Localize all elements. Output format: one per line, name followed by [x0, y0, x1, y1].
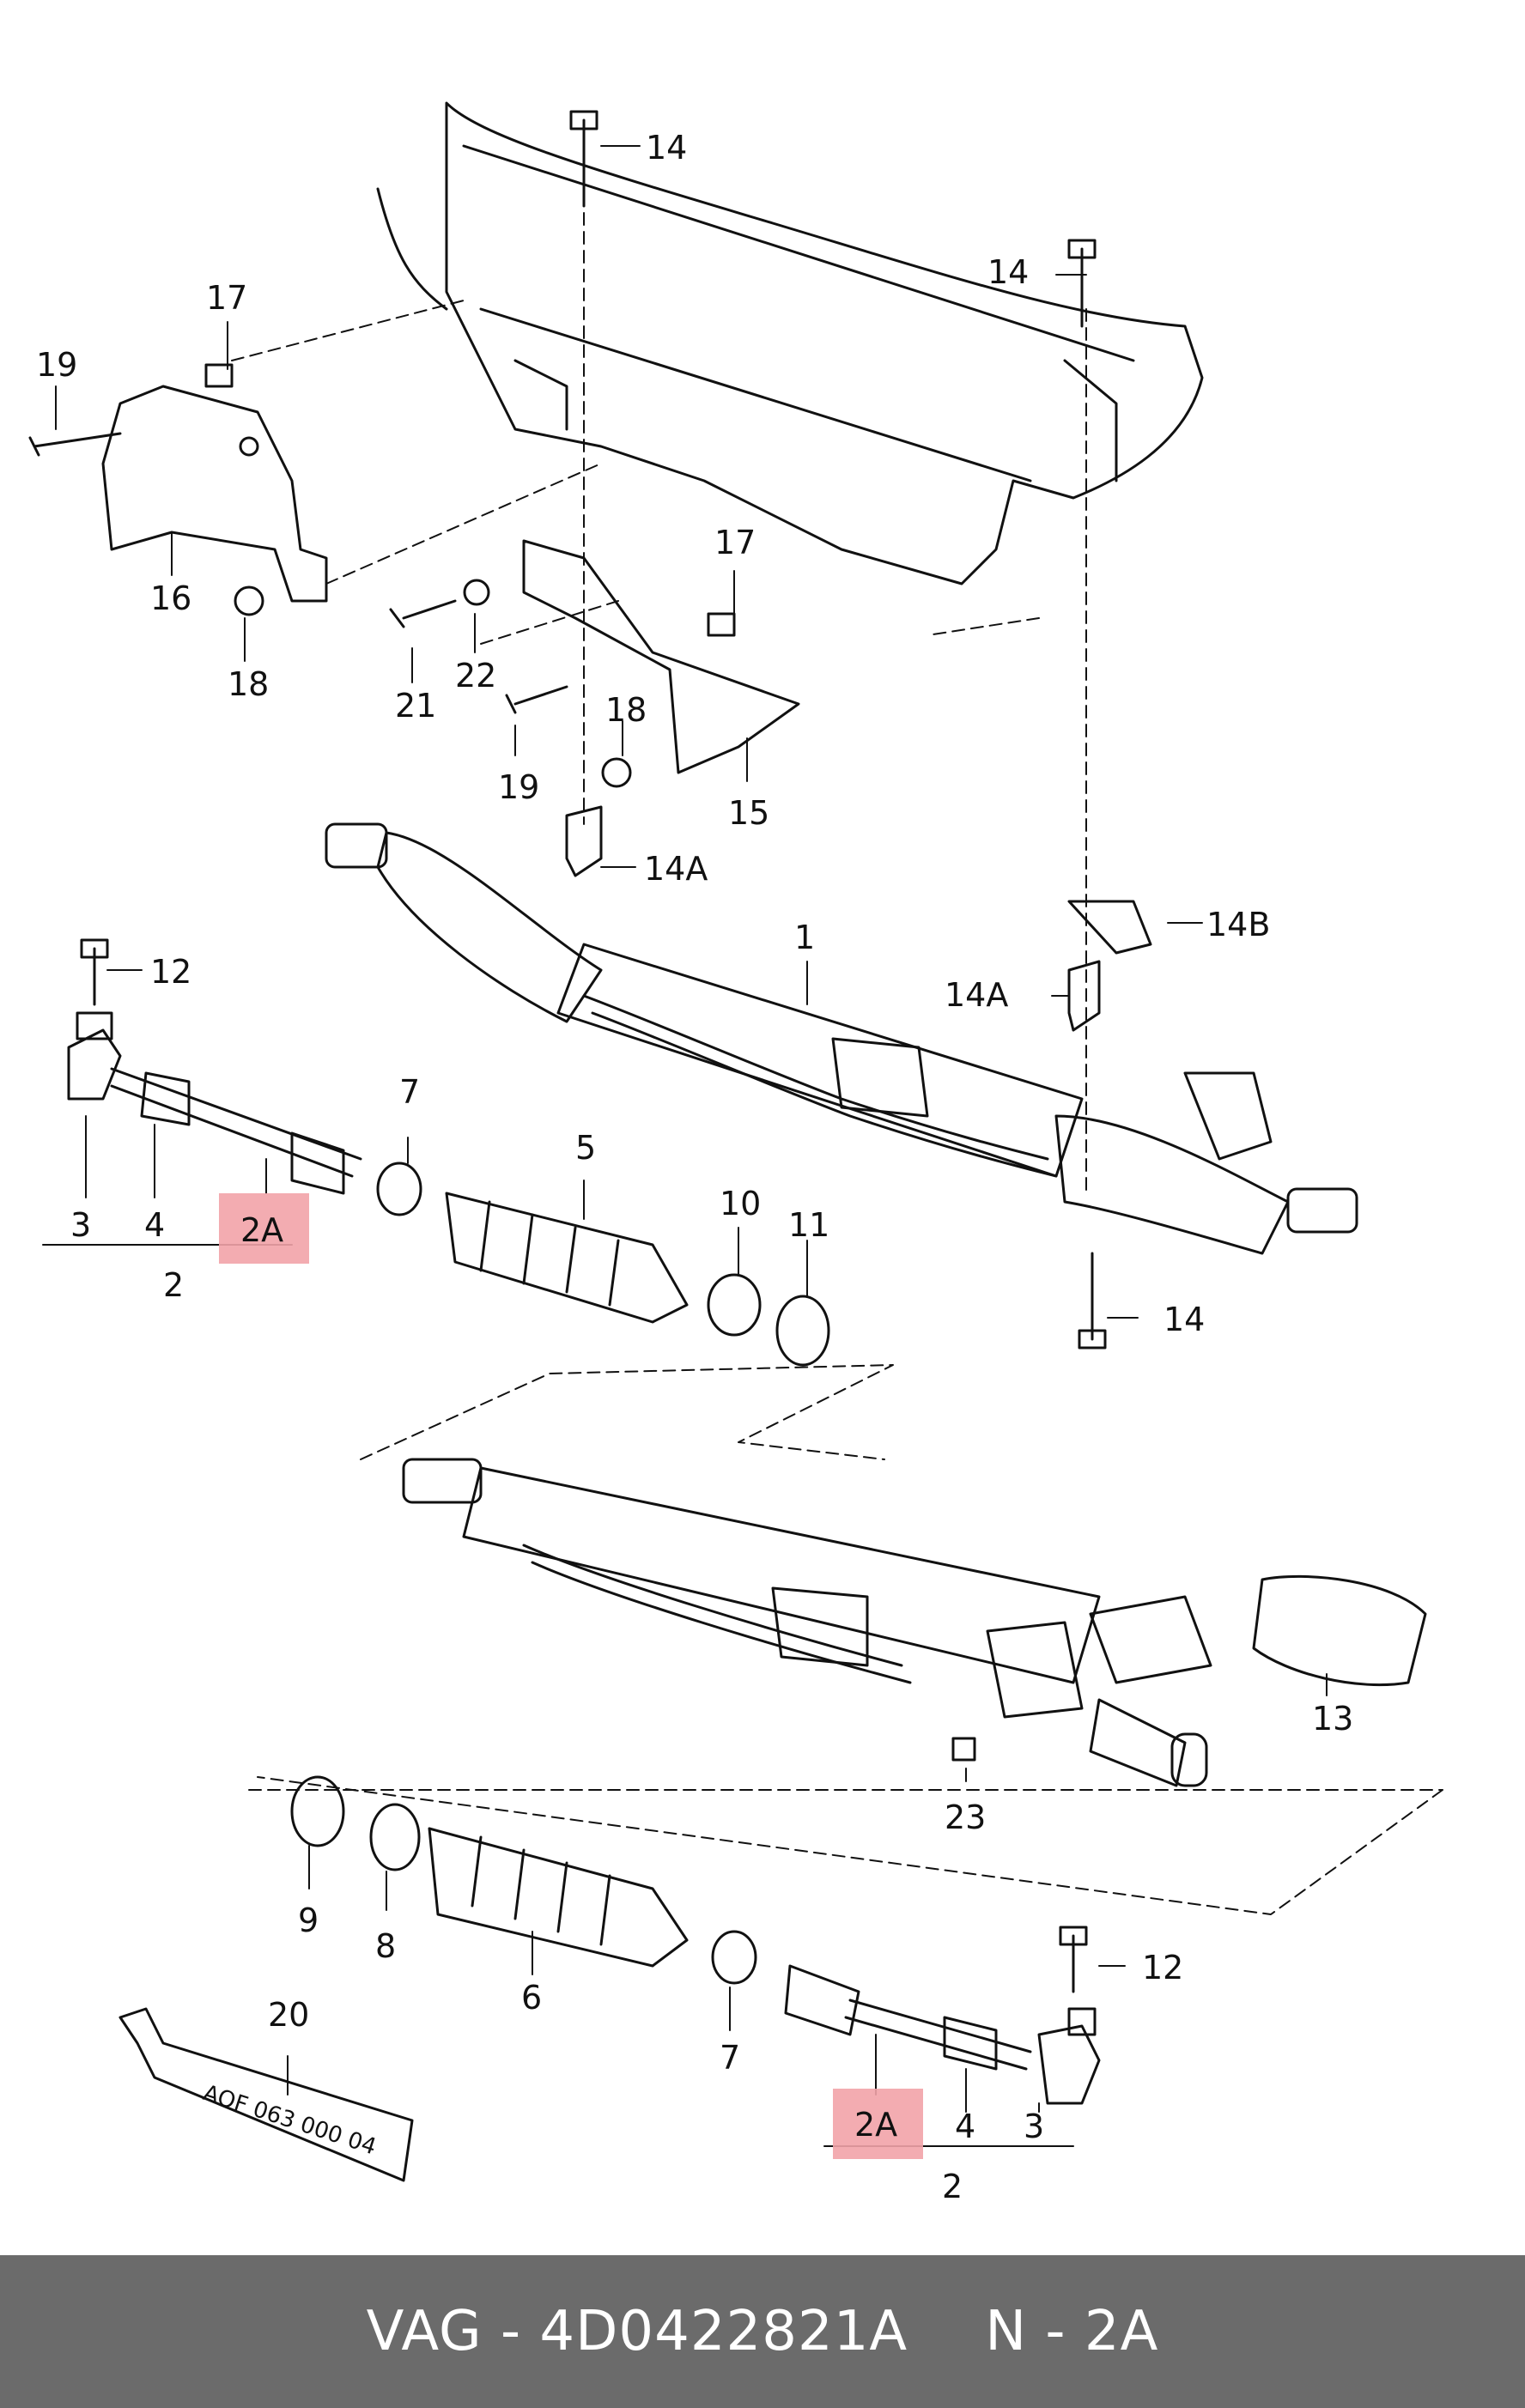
- label-14A-upper: 14A: [644, 850, 708, 888]
- label-12-lower: 12: [1142, 1949, 1183, 1986]
- bolt-14-bottom: [1078, 1252, 1107, 1350]
- boot-5: [445, 1192, 689, 1324]
- label-6: 6: [521, 1979, 542, 2017]
- grease-tube-20: [118, 2007, 414, 2182]
- ring-11: [775, 1295, 830, 1367]
- label-2A-lower: 2A: [854, 2106, 897, 2144]
- label-3-upper: 3: [70, 1206, 91, 1244]
- footer-bar: VAG - 4D0422821A N - 2A: [0, 2255, 1525, 2408]
- clamp-10: [707, 1273, 762, 1337]
- footer-part-number: VAG - 4D0422821A: [366, 2300, 908, 2363]
- washer-22: [463, 579, 490, 606]
- bracket-15: [522, 539, 800, 774]
- nut-17-mid: [707, 612, 736, 637]
- highlight-2A-lower: [833, 2089, 923, 2159]
- bolt-12-upper: [80, 938, 109, 1006]
- bolt-14-top: [569, 110, 598, 208]
- label-3-lower: 3: [1024, 2108, 1044, 2145]
- upper-steering-rack: [325, 822, 1358, 1255]
- clip-14A-lower: [1067, 960, 1101, 1032]
- footer-position: N - 2A: [985, 2300, 1159, 2363]
- nut-18-mid: [601, 757, 632, 788]
- label-19-mid: 19: [498, 768, 539, 806]
- boot-6: [428, 1827, 689, 1968]
- label-14-bottom: 14: [1163, 1301, 1205, 1338]
- label-2-lower: 2: [942, 2168, 963, 2205]
- label-4-lower: 4: [955, 2108, 975, 2145]
- label-15: 15: [728, 794, 769, 832]
- label-7-upper: 7: [399, 1073, 420, 1111]
- clip-14B: [1067, 900, 1152, 955]
- clamp-7-upper: [376, 1162, 422, 1216]
- ring-9: [290, 1775, 345, 1847]
- label-20: 20: [268, 1996, 309, 2034]
- label-17-left: 17: [206, 279, 247, 317]
- nut-18-left: [234, 585, 264, 616]
- label-14-right: 14: [987, 253, 1029, 291]
- label-2-upper: 2: [163, 1266, 184, 1304]
- label-7-lower: 7: [720, 2039, 740, 2077]
- label-8: 8: [375, 1927, 396, 1965]
- clamp-7-lower: [711, 1930, 757, 1985]
- label-1: 1: [794, 919, 815, 956]
- label-13: 13: [1312, 1700, 1353, 1738]
- clip-14A-upper: [565, 805, 603, 877]
- label-2A-upper: 2A: [240, 1211, 283, 1249]
- bolt-19-mid: [505, 685, 568, 714]
- bolt-23: [951, 1737, 976, 1762]
- bolt-12-lower: [1059, 1926, 1088, 1993]
- label-14-top: 14: [646, 129, 687, 167]
- label-9: 9: [298, 1902, 319, 1939]
- label-10: 10: [720, 1185, 761, 1222]
- label-19-left: 19: [36, 346, 77, 384]
- part-labels: 14 14 17 19 16 18 17 21 22 18 19 15 14A …: [36, 129, 1353, 2205]
- label-12-upper: 12: [150, 953, 191, 991]
- nut-17-left: [204, 363, 234, 388]
- bolt-21: [389, 599, 457, 628]
- bolt-19-left: [28, 432, 122, 457]
- highlight-2A-upper: [219, 1193, 309, 1264]
- bracket-16: [101, 385, 328, 603]
- steering-rack-diagram: AOF 063 000 04 14 14 17 19 16 18 17 21 2…: [28, 101, 1443, 2205]
- label-22: 22: [455, 657, 496, 694]
- lower-steering-rack: [402, 1458, 1212, 1787]
- tube-text: AOF 063 000 04: [200, 2080, 380, 2160]
- upper-tie-rod: [67, 1011, 362, 1195]
- label-5: 5: [575, 1129, 596, 1167]
- label-4-upper: 4: [144, 1206, 165, 1244]
- boot-13: [1252, 1574, 1427, 1687]
- label-11: 11: [788, 1206, 829, 1244]
- clamp-8: [369, 1803, 421, 1871]
- label-14A-lower: 14A: [945, 976, 1008, 1014]
- label-18-mid: 18: [605, 691, 647, 729]
- label-14B: 14B: [1206, 906, 1270, 943]
- label-18-left: 18: [228, 665, 269, 703]
- label-17-mid: 17: [714, 524, 756, 561]
- bolt-14-right: [1067, 239, 1097, 328]
- label-23: 23: [945, 1798, 986, 1836]
- label-21: 21: [395, 687, 436, 725]
- lower-tie-rod: [784, 1964, 1101, 2105]
- label-16: 16: [150, 579, 191, 617]
- subframe-crossmember: [376, 101, 1204, 585]
